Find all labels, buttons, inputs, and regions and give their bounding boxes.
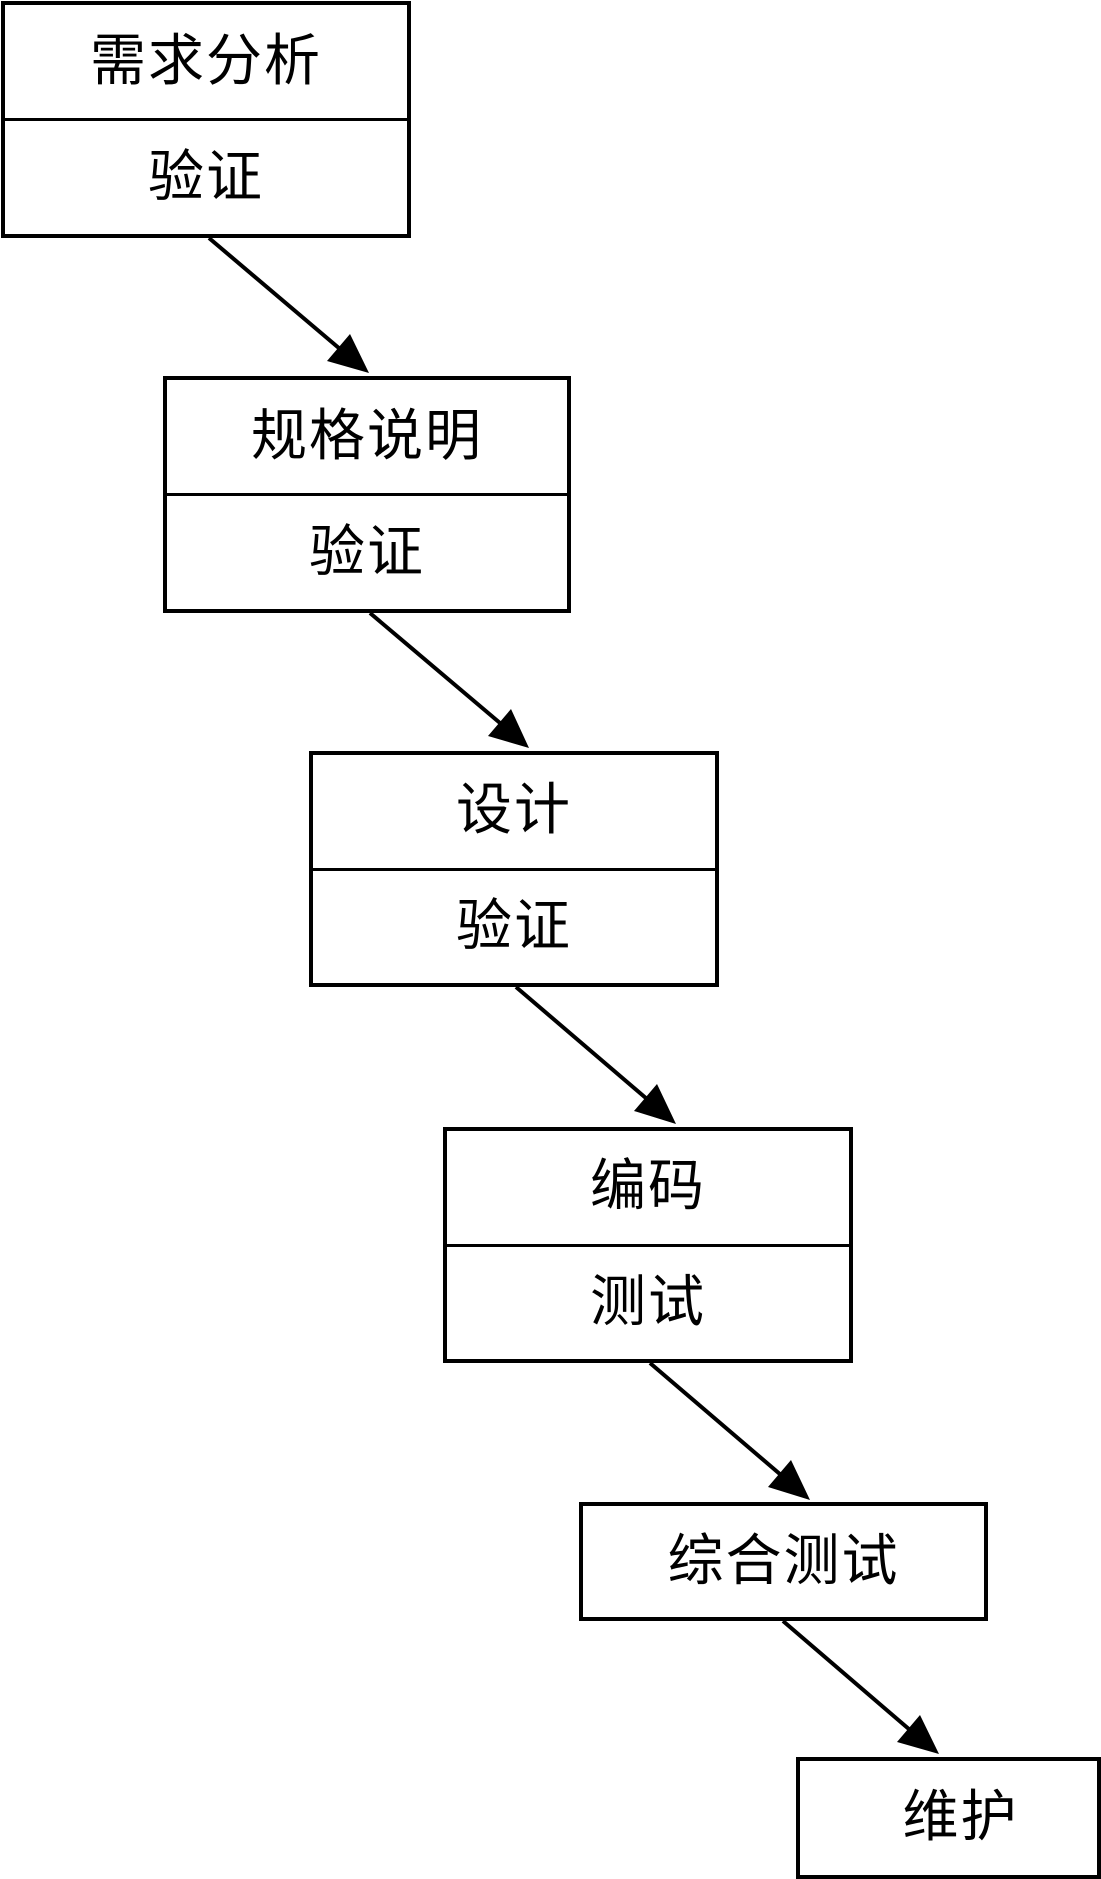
connector-arrows	[207, 236, 939, 1754]
stage-coding: 编码 测试	[443, 1127, 853, 1363]
stage-title: 规格说明	[167, 380, 567, 496]
connector-arrow	[514, 985, 676, 1124]
stage-title: 编码	[447, 1131, 849, 1247]
stage-check: 测试	[590, 1269, 706, 1335]
stage-title: 维护	[902, 1785, 1019, 1850]
connector-arrow	[648, 1361, 810, 1500]
stage-title: 设计	[313, 755, 715, 871]
stage-integration-testing: 综合测试	[579, 1502, 988, 1621]
stage-title: 综合测试	[667, 1528, 900, 1594]
stage-design: 设计 验证	[309, 751, 719, 987]
connector-arrow	[207, 236, 369, 373]
connector-arrow	[781, 1619, 939, 1754]
stage-check: 验证	[148, 144, 264, 210]
stage-specification: 规格说明 验证	[163, 376, 571, 613]
connector-arrow	[368, 611, 529, 748]
stage-maintenance: 维护	[796, 1757, 1101, 1879]
stage-check: 验证	[309, 519, 425, 585]
stage-check: 验证	[456, 893, 572, 959]
stage-title: 需求分析	[5, 5, 407, 121]
stage-requirements-analysis: 需求分析 验证	[1, 1, 411, 238]
